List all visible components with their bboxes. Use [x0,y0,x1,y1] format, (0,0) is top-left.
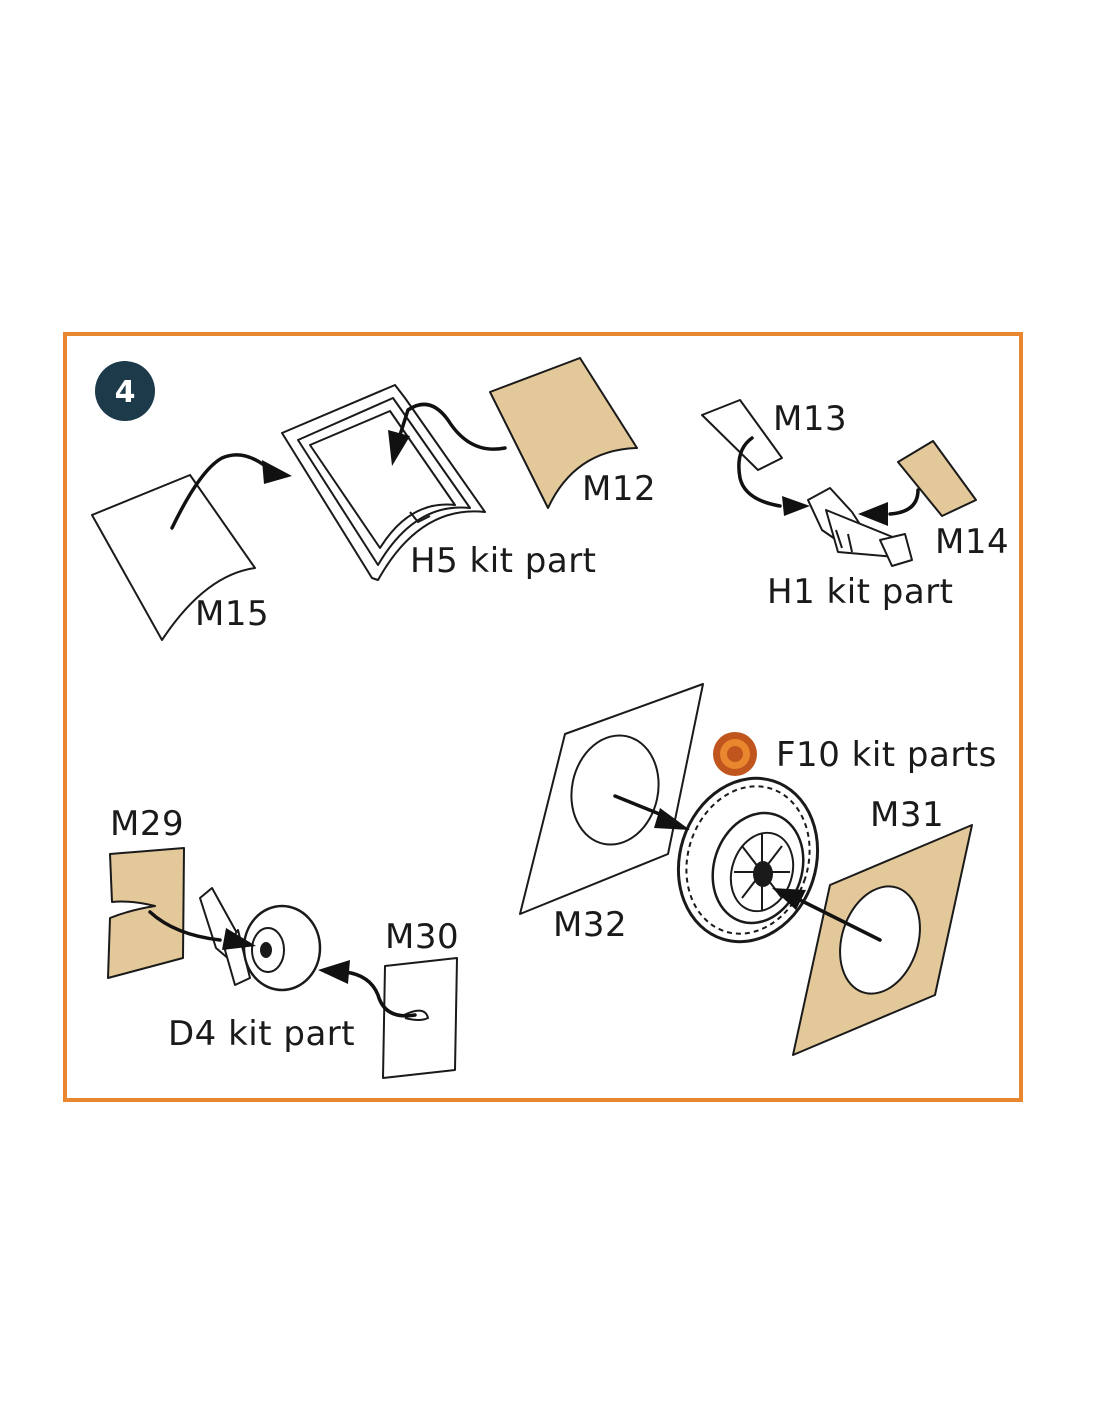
wire-m13-h1 [737,436,810,516]
part-m14 [897,440,977,517]
step-number-icon: 4 [95,361,155,421]
label-m30: M30 [385,917,459,957]
label-h1-kit-part: H1 kit part [767,572,954,612]
part-m29 [107,847,185,979]
part-h1 [807,487,913,567]
part-m31 [792,824,973,1056]
part-m12 [489,357,638,509]
label-m29: M29 [110,804,184,844]
wire-m32-wheel [613,794,690,830]
part-wheel-f10 [676,776,820,944]
label-m12: M12 [582,469,656,509]
label-m15: M15 [195,594,269,634]
part-m30 [382,957,458,1079]
wire-m31-wheel [772,888,882,942]
label-m13: M13 [773,399,847,439]
wire-m30-d4 [318,960,417,1018]
wire-m15-h5 [170,453,292,530]
label-h5-kit-part: H5 kit part [410,541,597,581]
label-m32: M32 [553,905,627,945]
wire-m12-h5 [388,402,507,466]
part-h5-frame [281,384,486,581]
part-m32 [519,683,704,915]
part-m13 [701,399,783,471]
label-d4-kit-part: D4 kit part [168,1014,355,1054]
part-m15 [91,474,256,641]
label-m14: M14 [935,522,1009,562]
wire-m29-d4 [148,910,256,950]
label-m31: M31 [870,795,944,835]
kit-parts-badge-icon [713,732,757,776]
wire-m14-h1 [858,488,920,526]
label-f10-kit-parts: F10 kit parts [776,735,997,775]
step-number: 4 [115,375,136,410]
